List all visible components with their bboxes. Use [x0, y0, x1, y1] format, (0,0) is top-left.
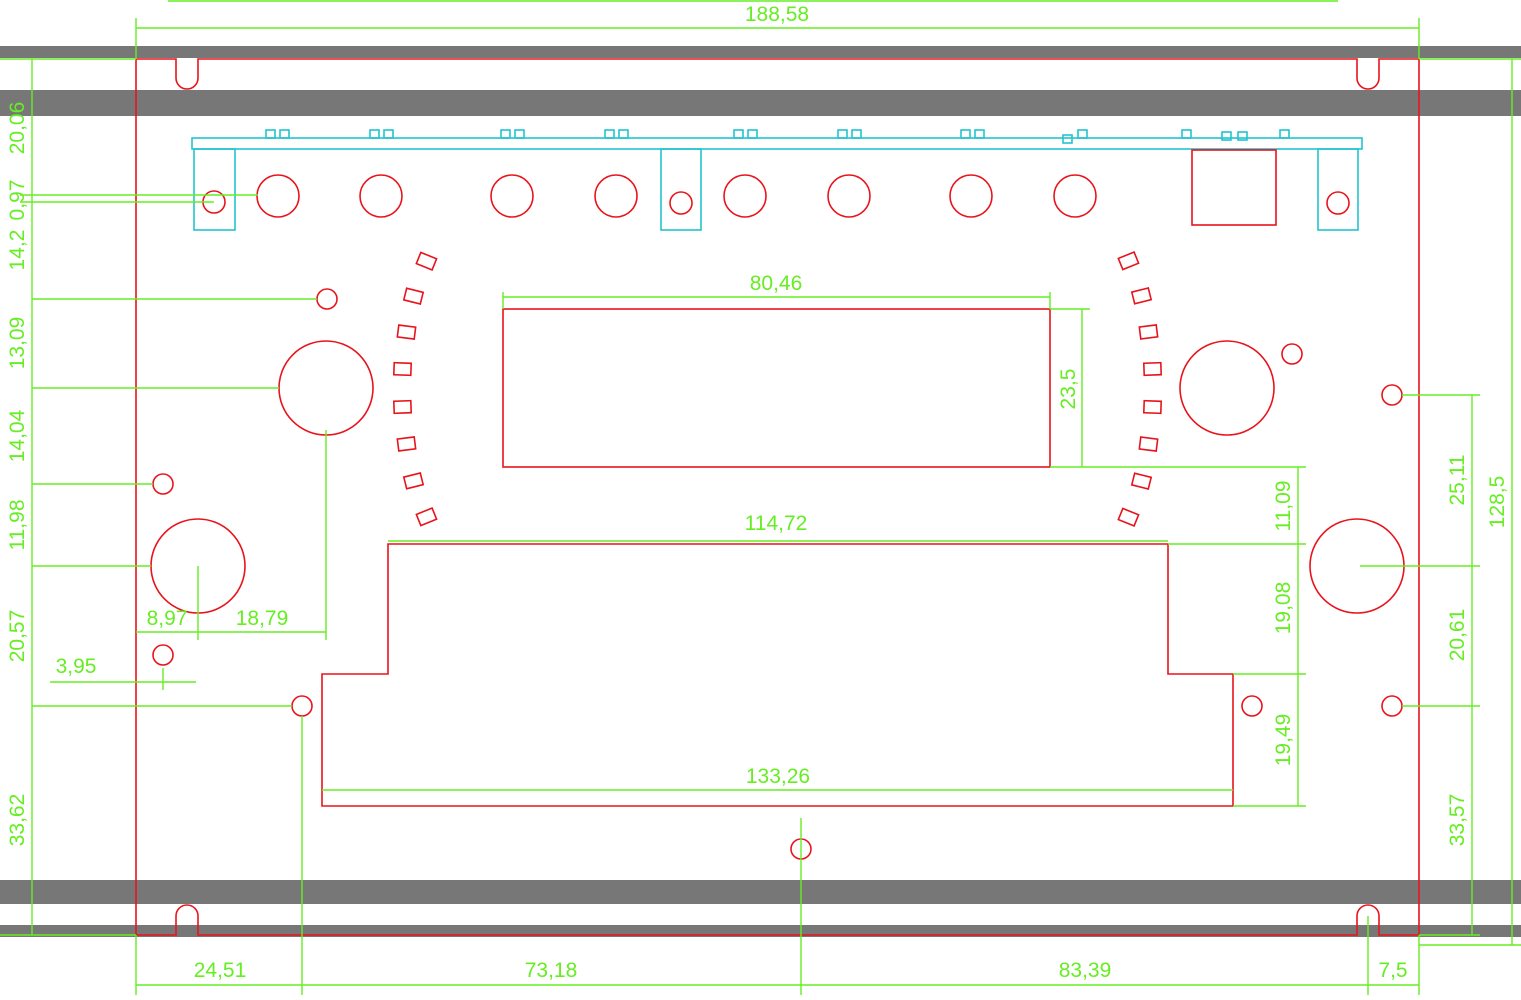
pcb-outline: [191, 129, 1363, 231]
dim-left-5: 14,04: [6, 409, 29, 462]
display-window: [502, 308, 1051, 468]
dim-left-1: 20,06: [6, 102, 29, 155]
dim-overall-width: 188,58: [745, 3, 809, 26]
dim-left-7: 20,57: [6, 610, 29, 663]
pcb-standoff-left: [193, 148, 236, 231]
dim-far-right-1: 25,11: [1446, 455, 1469, 506]
small-hole: [1241, 695, 1263, 717]
dim-left-4: 13,09: [6, 317, 29, 370]
rail-top-inner: [0, 90, 1521, 116]
dim-bottom-1: 24,51: [194, 959, 247, 982]
small-hole: [1381, 695, 1403, 717]
dim-right-2: 19,08: [1272, 582, 1295, 635]
dim-far-right-2: 20,61: [1446, 609, 1469, 662]
small-hole: [1381, 384, 1403, 406]
pcb-board: [191, 137, 1363, 150]
jack-hole: [359, 174, 403, 218]
dimension-labels: 188,58 80,46 23,5 114,72 133,26 24,51 73…: [6, 3, 1509, 982]
dim-bottom-4: 7,5: [1378, 959, 1407, 982]
pcb-mount-hole-right: [1326, 191, 1350, 215]
dim-far-right-3: 33,57: [1446, 794, 1469, 847]
pot-hole-right: [1179, 340, 1275, 436]
pot-hole-left: [278, 340, 374, 436]
pcb-mount-hole-middle: [669, 191, 693, 215]
usb-connector-cutout: [1191, 149, 1277, 226]
dim-left-8: 33,62: [6, 794, 29, 847]
dim-display-width: 80,46: [750, 272, 803, 295]
dim-lower-cutout-width: 133,26: [746, 765, 810, 788]
panel-outline: [135, 58, 1420, 936]
pcb-components: [265, 129, 1290, 144]
jack-hole: [256, 174, 300, 218]
dimension-lines: [0, 18, 1521, 995]
dim-bottom-3: 83,39: [1059, 959, 1112, 982]
small-hole: [291, 695, 313, 717]
dim-hole-offset: 3,95: [56, 655, 97, 678]
dim-display-height: 23,5: [1057, 369, 1080, 410]
jack-hole: [1053, 174, 1097, 218]
dim-bottom-2: 73,18: [525, 959, 578, 982]
dim-overall-height: 128,5: [1486, 476, 1509, 529]
led-hole: [152, 473, 174, 495]
led-hole: [316, 288, 338, 310]
dim-knob-offset: 8,97: [147, 607, 188, 630]
rail-top-outer: [0, 46, 1521, 58]
mounting-rails: [0, 46, 1521, 937]
pcb-standoff-right: [1317, 148, 1359, 231]
led-hole: [1281, 343, 1303, 365]
dim-left-6: 11,98: [6, 500, 29, 551]
dim-upper-cutout-width: 114,72: [745, 512, 808, 535]
small-hole: [152, 644, 174, 666]
jack-hole: [949, 174, 993, 218]
dim-right-3: 19,49: [1272, 714, 1295, 767]
led-arc-right: [1117, 251, 1163, 527]
panel-features: [150, 149, 1405, 860]
pcb-standoff-middle: [660, 148, 702, 231]
jack-hole: [490, 174, 534, 218]
jack-hole: [723, 174, 767, 218]
jack-hole: [594, 174, 638, 218]
dim-left-2: 0,97: [6, 180, 29, 221]
led-arc-left: [392, 251, 438, 527]
rail-bottom-inner: [0, 880, 1521, 904]
dim-right-1: 11,09: [1272, 481, 1295, 532]
dim-knob-to-pot: 18,79: [236, 607, 289, 630]
rail-bottom-outer: [0, 925, 1521, 937]
jack-hole: [827, 174, 871, 218]
dim-left-3: 14,2: [6, 230, 29, 271]
